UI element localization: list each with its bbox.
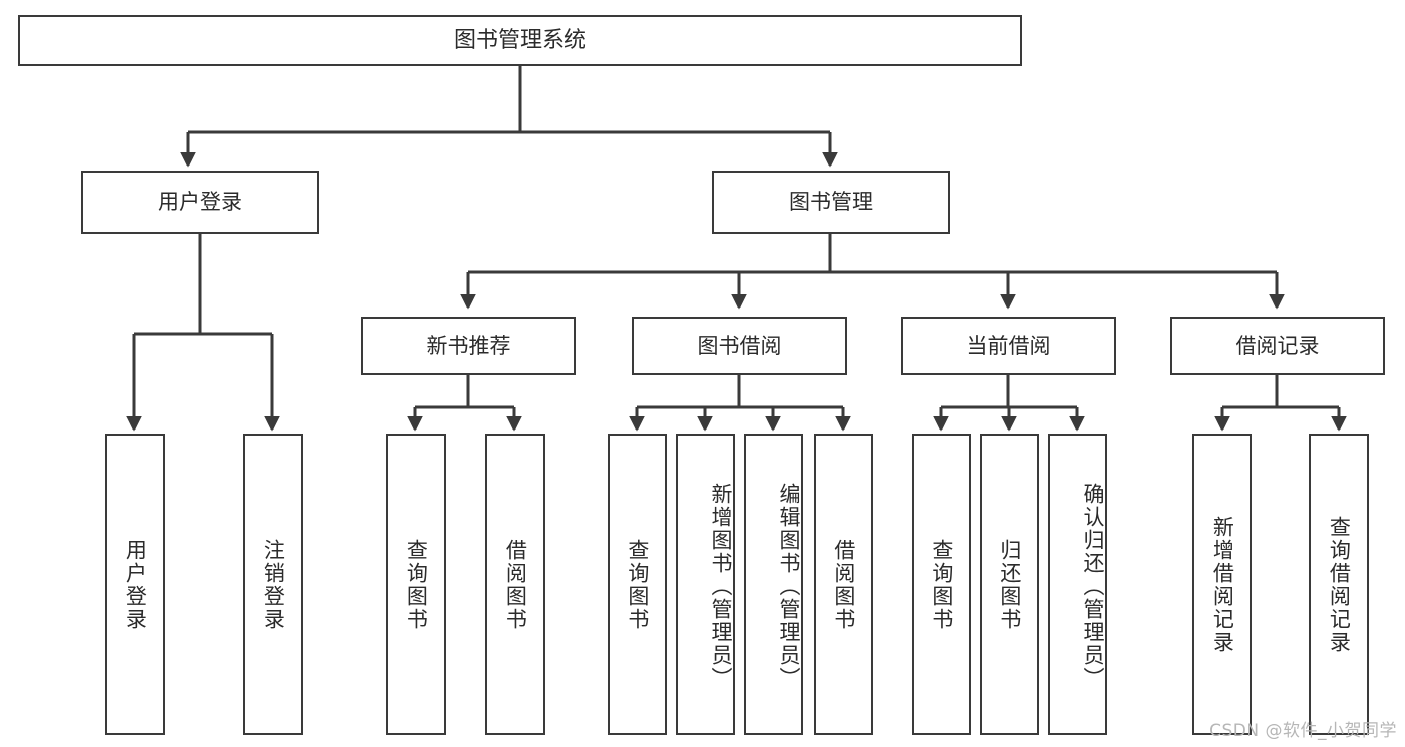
leaf-query-book-3-label: 查询图书: [929, 538, 954, 631]
node-user-login[interactable]: 用户登录: [81, 171, 319, 234]
node-current-borrow[interactable]: 当前借阅: [901, 317, 1116, 375]
node-new-book-rec-label: 新书推荐: [426, 333, 511, 358]
leaf-query-book-3[interactable]: 查询图书: [912, 434, 971, 735]
node-borrow-record-label: 借阅记录: [1235, 333, 1320, 358]
leaf-borrow-book-1[interactable]: 借阅图书: [485, 434, 545, 735]
leaf-user-login[interactable]: 用户登录: [105, 434, 165, 735]
leaf-borrow-book-1-label: 借阅图书: [503, 538, 528, 631]
leaf-logout[interactable]: 注销登录: [243, 434, 303, 735]
leaf-borrow-book-2[interactable]: 借阅图书: [814, 434, 873, 735]
leaf-add-book[interactable]: 新增图书（管理员）: [676, 434, 735, 735]
leaf-query-book-2-label: 查询图书: [625, 538, 650, 631]
leaf-user-login-label: 用户登录: [123, 538, 148, 631]
leaf-add-book-label: 新增图书（管理员）: [709, 483, 733, 690]
node-book-borrow-label: 图书借阅: [697, 333, 782, 358]
leaf-borrow-book-2-label: 借阅图书: [831, 538, 856, 631]
leaf-confirm-return-label: 确认归还（管理员）: [1081, 483, 1105, 690]
leaf-return-book-label: 归还图书: [997, 538, 1022, 631]
leaf-query-record[interactable]: 查询借阅记录: [1309, 434, 1369, 735]
node-new-book-rec[interactable]: 新书推荐: [361, 317, 576, 375]
node-user-login-label: 用户登录: [158, 190, 242, 215]
node-book-borrow[interactable]: 图书借阅: [632, 317, 847, 375]
leaf-return-book[interactable]: 归还图书: [980, 434, 1039, 735]
node-root[interactable]: 图书管理系统: [18, 15, 1022, 66]
node-book-manage[interactable]: 图书管理: [712, 171, 950, 234]
watermark: CSDN @软件_小贺同学: [1209, 721, 1397, 741]
leaf-query-book-2[interactable]: 查询图书: [608, 434, 667, 735]
leaf-edit-book-label: 编辑图书（管理员）: [777, 483, 801, 690]
node-root-label: 图书管理系统: [453, 27, 586, 53]
node-book-manage-label: 图书管理: [789, 190, 873, 215]
node-borrow-record[interactable]: 借阅记录: [1170, 317, 1385, 375]
leaf-edit-book[interactable]: 编辑图书（管理员）: [744, 434, 803, 735]
leaf-logout-label: 注销登录: [261, 538, 286, 631]
leaf-query-book-1[interactable]: 查询图书: [386, 434, 446, 735]
node-current-borrow-label: 当前借阅: [966, 333, 1051, 358]
leaf-add-record-label: 新增借阅记录: [1210, 515, 1235, 654]
leaf-add-record[interactable]: 新增借阅记录: [1192, 434, 1252, 735]
leaf-query-book-1-label: 查询图书: [404, 538, 429, 631]
leaf-query-record-label: 查询借阅记录: [1327, 515, 1352, 654]
leaf-confirm-return[interactable]: 确认归还（管理员）: [1048, 434, 1107, 735]
